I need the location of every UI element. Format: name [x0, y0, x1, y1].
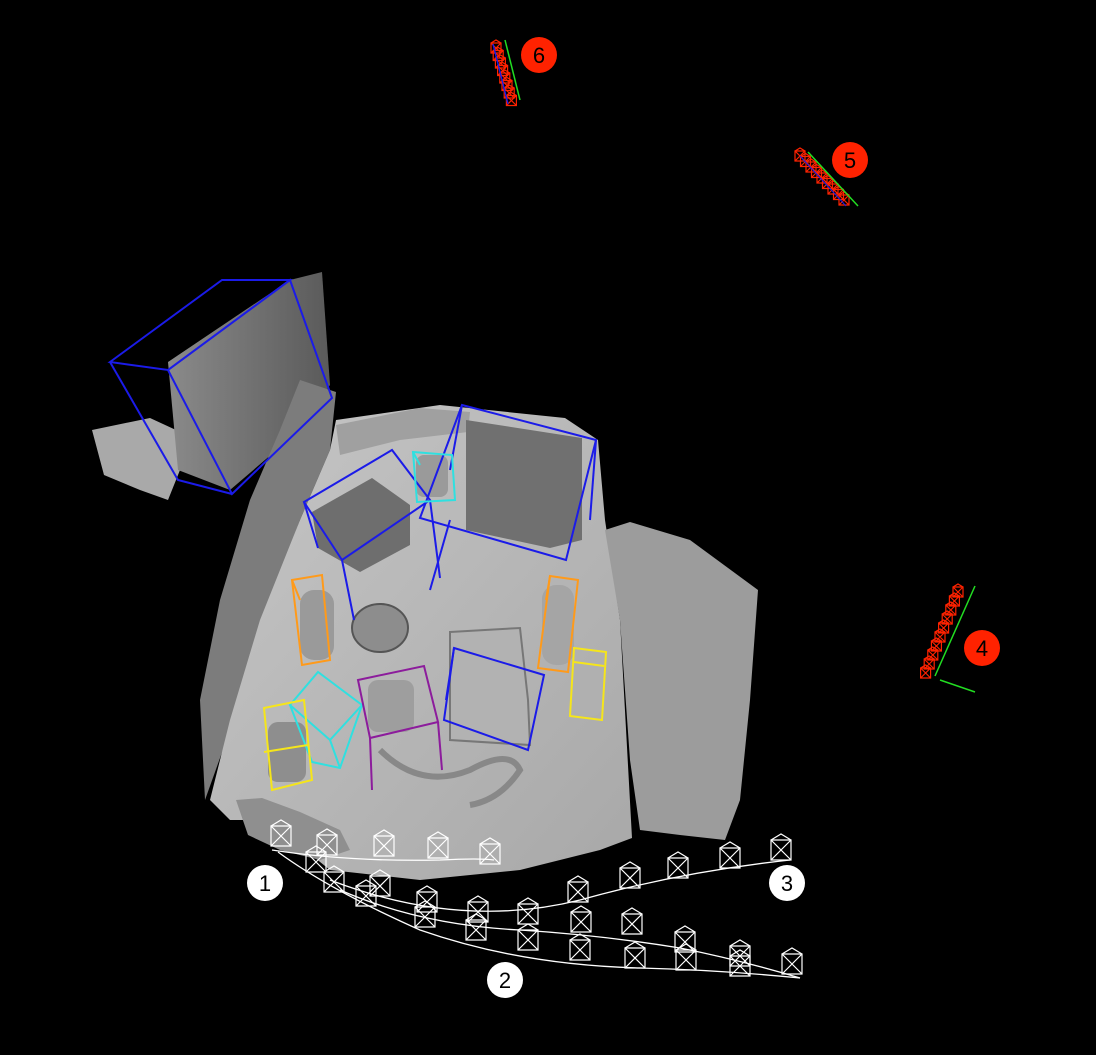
mesh-front-blob [236, 798, 350, 860]
object-tray-right [466, 420, 582, 548]
mesh-right-wall [605, 522, 758, 840]
camera-frustum-red [948, 592, 960, 607]
object-can-right [574, 660, 602, 716]
reconstructed-mesh [92, 272, 758, 880]
camera-frustum-white [465, 913, 487, 941]
camera-frustum-white [414, 900, 436, 928]
camera-frustum-red [945, 601, 957, 616]
camera-frustum-white [369, 869, 391, 897]
svg-text:3: 3 [781, 871, 793, 896]
trajectory-path-2 [277, 851, 801, 979]
bbox-orange-bottle-right [536, 574, 580, 674]
mesh-top-strip [336, 408, 470, 455]
camera-frustum-white [719, 841, 741, 869]
camera-frustum-white [569, 933, 591, 961]
camera-frustum-white [781, 947, 803, 975]
camera-frustum-white [517, 923, 539, 951]
trajectory-label-4: 4 [964, 630, 1000, 666]
camera-frustum-white [619, 861, 641, 889]
camera-frustum-white [427, 831, 449, 859]
bounding-boxes [107, 278, 608, 792]
camera-frustum-red [927, 646, 939, 661]
trajectory-label-5: 5 [832, 142, 868, 178]
camera-frustum-white [667, 851, 689, 879]
camera-axes [492, 39, 976, 693]
camera-frustum-white [729, 949, 751, 977]
svg-text:6: 6 [533, 43, 545, 68]
camera-frustum-red [952, 583, 964, 598]
camera-frustums-white [270, 819, 803, 977]
trajectory-path-1 [271, 849, 495, 861]
camera-frustum-red [505, 91, 517, 107]
bbox-cyan-cube [288, 670, 364, 770]
object-cable [377, 747, 524, 808]
camera-frustum-red [938, 619, 950, 634]
camera-frustum-white [570, 905, 592, 933]
trajectory-label-2: 2 [487, 962, 523, 998]
svg-text:1: 1 [259, 871, 271, 896]
camera-frustum-white [373, 829, 395, 857]
camera-frustum-white [674, 925, 696, 953]
object-tray-left [312, 478, 410, 572]
svg-text:2: 2 [499, 968, 511, 993]
camera-frustum-white [567, 875, 589, 903]
camera-frustum-white [675, 943, 697, 971]
bbox-blue-tray-left [302, 448, 441, 621]
camera-frustum-white [624, 941, 646, 969]
camera-frustum-white [270, 819, 292, 847]
mesh-left-wall [200, 380, 336, 800]
trajectory-label-1: 1 [247, 865, 283, 901]
camera-frustum-red [838, 191, 850, 206]
bbox-yellow-can-left [262, 698, 314, 792]
bbox-yellow-can-right [568, 646, 608, 722]
camera-frustum-white [770, 833, 792, 861]
bbox-blue-front [442, 646, 546, 752]
camera-frustum-white [323, 865, 345, 893]
object-can-left [268, 722, 306, 782]
svg-text:4: 4 [976, 636, 988, 661]
bbox-orange-bottle-left [290, 573, 332, 667]
object-bottle-right [542, 585, 574, 665]
mesh-left-fragment [92, 418, 180, 500]
camera-frustum-red [920, 664, 932, 679]
camera-frustum-white [316, 828, 338, 856]
svg-text:5: 5 [844, 148, 856, 173]
camera-frustum-red [923, 655, 935, 670]
object-small-jar [416, 455, 448, 497]
camera-frustum-white [355, 879, 377, 907]
bbox-blue-tray-right [418, 403, 598, 591]
trajectory-label-3: 3 [769, 865, 805, 901]
camera-frustum-white [479, 837, 501, 865]
bbox-cyan-jar [411, 450, 457, 504]
camera-frustum-red [941, 610, 953, 625]
object-mug [368, 680, 414, 732]
bbox-purple-mug [356, 664, 443, 791]
trajectory-path-3 [329, 859, 791, 912]
trajectory-label-6: 6 [521, 37, 557, 73]
camera-frustum-red [934, 628, 946, 643]
bbox-blue-wall [107, 278, 334, 496]
object-bowl [351, 603, 409, 653]
camera-frustum-white [621, 907, 643, 935]
camera-frustum-white [467, 895, 489, 923]
camera-frustum-white [517, 897, 539, 925]
camera-frustum-red [930, 637, 942, 652]
